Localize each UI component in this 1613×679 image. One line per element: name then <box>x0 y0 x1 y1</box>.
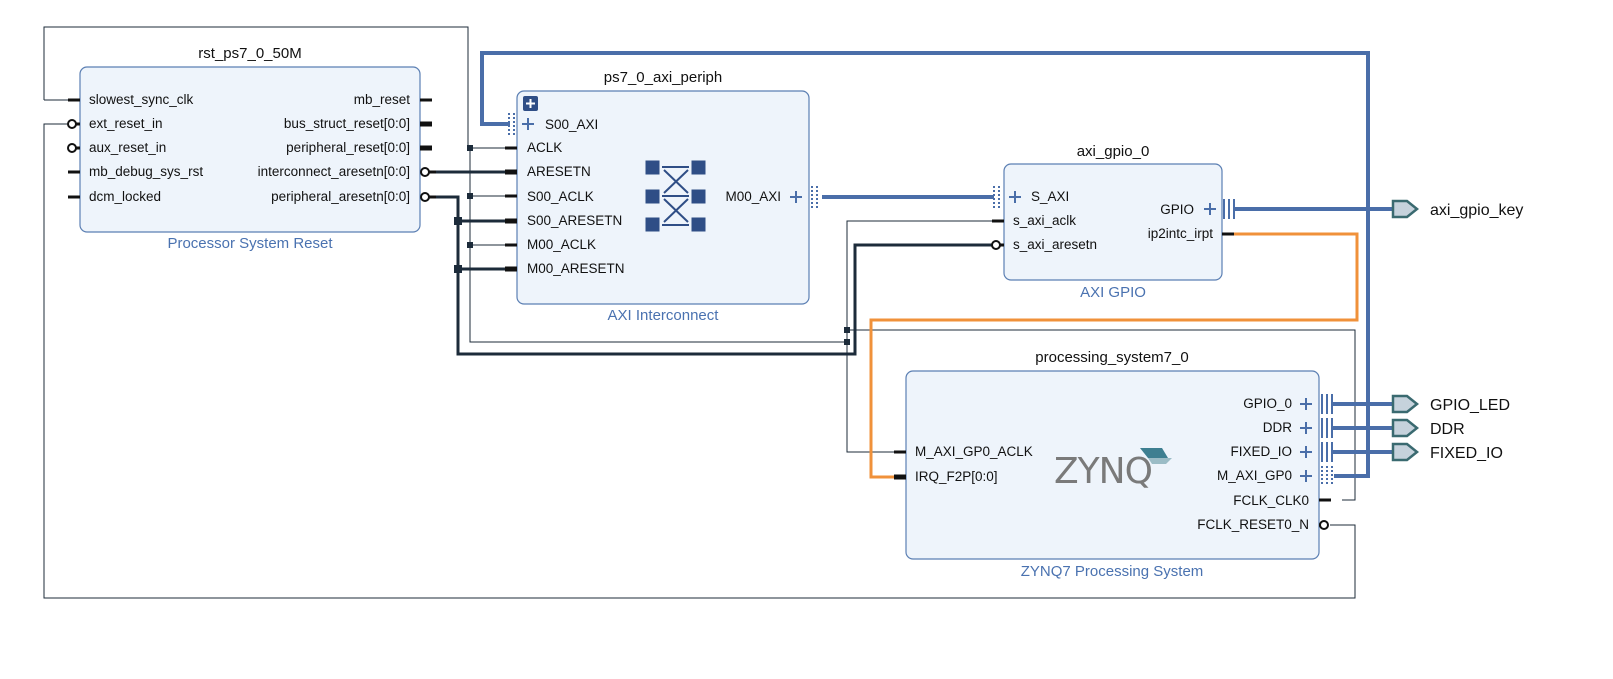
pin-label: s_axi_aresetn <box>1013 237 1097 252</box>
port-label: FIXED_IO <box>1430 445 1503 462</box>
pin-label: ip2intc_irpt <box>1148 226 1214 241</box>
block-axi-interconnect[interactable]: ps7_0_axi_periph AXI Interconnect S00_AX… <box>505 69 818 324</box>
output-port-arrow-icon <box>1391 199 1420 219</box>
bus-connector-icon[interactable] <box>1321 418 1333 438</box>
interface-plus-icon[interactable] <box>522 118 534 130</box>
net-junction <box>844 339 850 345</box>
zynq-logo-mark <box>1148 458 1172 464</box>
net-junction <box>467 145 473 151</box>
net-junction <box>454 217 462 225</box>
port-label: DDR <box>1430 421 1465 438</box>
pin-label: FCLK_CLK0 <box>1233 493 1309 508</box>
output-port-arrow-icon <box>1391 442 1420 462</box>
bus-connector-icon[interactable] <box>1223 199 1235 219</box>
pin-label: mb_reset <box>354 92 411 107</box>
pin-label: M00_AXI <box>725 189 781 204</box>
external-port-ddr[interactable]: DDR <box>1391 418 1465 438</box>
pin-label: S00_ACLK <box>527 189 594 204</box>
nets <box>43 26 1392 599</box>
output-port-arrow-icon <box>1391 394 1420 414</box>
active-low-bubble-icon <box>420 192 430 202</box>
external-port-axi-gpio-key[interactable]: axi_gpio_key <box>1391 199 1523 219</box>
pin-label: M00_ARESETN <box>527 261 625 276</box>
block-rst-ps7[interactable]: rst_ps7_0_50M Processor System Reset slo… <box>67 45 436 252</box>
pin-label: s_axi_aclk <box>1013 213 1076 228</box>
pin-label: peripheral_aresetn[0:0] <box>271 189 410 204</box>
pin-label: M_AXI_GP0_ACLK <box>915 444 1033 459</box>
pin-label: M00_ACLK <box>527 237 596 252</box>
crossbar-icon <box>645 160 706 232</box>
interface-plus-icon[interactable] <box>1300 446 1312 458</box>
pin-label: ACLK <box>527 140 562 155</box>
block-axi-gpio[interactable]: axi_gpio_0 AXI GPIO S_AXI s_axi_aclk s_a… <box>991 143 1235 301</box>
interface-plus-icon[interactable] <box>790 191 802 203</box>
active-low-bubble-icon <box>420 167 430 177</box>
active-low-bubble-icon <box>1319 520 1329 530</box>
pin-label: GPIO_0 <box>1243 396 1292 411</box>
pin-label: peripheral_reset[0:0] <box>286 140 410 155</box>
bus-connector-icon[interactable] <box>811 186 818 208</box>
net-junction <box>454 265 462 273</box>
net-ip2intc-irpt[interactable] <box>869 232 1359 479</box>
pin-label: mb_debug_sys_rst <box>89 164 203 179</box>
pin-label: interconnect_aresetn[0:0] <box>258 164 410 179</box>
block-zynq-ps7[interactable]: processing_system7_0 ZYNQ7 Processing Sy… <box>894 349 1333 580</box>
net-junction <box>844 327 850 333</box>
external-port-fixed-io[interactable]: FIXED_IO <box>1391 442 1503 462</box>
pin-label: S00_ARESETN <box>527 213 622 228</box>
active-low-bubble-icon <box>991 240 1001 250</box>
pin-label: IRQ_F2P[0:0] <box>915 469 998 484</box>
net-fclk-reset0-n[interactable] <box>43 123 1356 599</box>
pin-label: slowest_sync_clk <box>89 92 194 107</box>
expand-plus-icon[interactable] <box>523 96 538 111</box>
pin-label: S00_AXI <box>545 117 598 132</box>
block-type-label: ZYNQ7 Processing System <box>1021 563 1204 580</box>
external-port-gpio-led[interactable]: GPIO_LED <box>1391 394 1510 414</box>
pin-label: bus_struct_reset[0:0] <box>284 116 410 131</box>
pin-label: aux_reset_in <box>89 140 166 155</box>
pin-label: S_AXI <box>1031 189 1069 204</box>
bus-connector-icon[interactable] <box>993 186 1000 208</box>
bus-connector-icon[interactable] <box>1321 394 1333 414</box>
net-junction <box>467 242 473 248</box>
net-m-axi-gp0[interactable] <box>480 51 1370 478</box>
pin-label: M_AXI_GP0 <box>1217 468 1292 483</box>
block-type-label: AXI Interconnect <box>608 307 720 324</box>
zynq-logo-mark <box>1140 448 1168 458</box>
active-low-bubble-icon <box>67 119 77 129</box>
pin-label: ARESETN <box>527 164 591 179</box>
block-type-label: AXI GPIO <box>1080 284 1146 301</box>
zynq-logo: ZYNQ <box>1054 451 1152 492</box>
active-low-bubble-icon <box>67 143 77 153</box>
block-body[interactable] <box>905 370 1320 560</box>
interface-plus-icon[interactable] <box>1204 203 1216 215</box>
pin-label: ext_reset_in <box>89 116 163 131</box>
interface-plus-icon[interactable] <box>1300 422 1312 434</box>
interface-plus-icon[interactable] <box>1300 470 1312 482</box>
pin-label: FIXED_IO <box>1230 444 1292 459</box>
net-fclk-clk0[interactable] <box>43 26 1356 501</box>
pin-label: DDR <box>1263 420 1292 435</box>
block-instance-name: axi_gpio_0 <box>1077 143 1150 160</box>
pin-label: dcm_locked <box>89 189 161 204</box>
pin-label: GPIO <box>1160 202 1194 217</box>
block-type-label: Processor System Reset <box>167 235 333 252</box>
port-label: GPIO_LED <box>1430 397 1510 414</box>
bus-connector-icon[interactable] <box>1321 466 1333 486</box>
block-instance-name: rst_ps7_0_50M <box>198 45 301 62</box>
port-label: axi_gpio_key <box>1430 202 1523 219</box>
block-instance-name: processing_system7_0 <box>1035 349 1188 366</box>
net-junction <box>467 193 473 199</box>
output-port-arrow-icon <box>1391 418 1420 438</box>
interface-plus-icon[interactable] <box>1300 398 1312 410</box>
bus-connector-icon[interactable] <box>1321 442 1333 462</box>
interface-plus-icon[interactable] <box>1009 191 1021 203</box>
pin-label: FCLK_RESET0_N <box>1197 517 1309 532</box>
block-instance-name: ps7_0_axi_periph <box>604 69 722 86</box>
